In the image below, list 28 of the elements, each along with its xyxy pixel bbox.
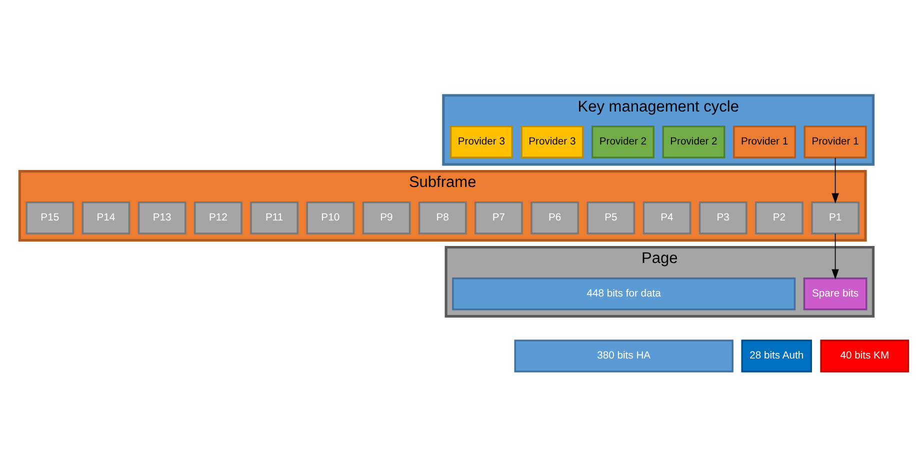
node-box: P3: [698, 201, 748, 234]
node-box: Provider 1: [733, 125, 796, 158]
node-box: P4: [642, 201, 692, 234]
node-box: Provider 2: [591, 125, 654, 158]
node-box: P11: [250, 201, 298, 234]
node-box: P7: [474, 201, 523, 234]
node-box: P13: [138, 201, 186, 234]
arrow: [832, 156, 839, 204]
node-box: P6: [530, 201, 579, 234]
node-box: P12: [194, 201, 242, 234]
node-box: Provider 3: [450, 125, 513, 158]
node-box: P5: [586, 201, 636, 234]
node-box: Provider 3: [520, 125, 584, 158]
node-box: P1: [811, 201, 860, 234]
node-box: Spare bits: [803, 276, 868, 310]
node-box: 28 bits Auth: [741, 339, 812, 372]
node-box: P15: [26, 201, 74, 234]
node-box: P8: [418, 201, 467, 234]
node-box: 448 bits for data: [452, 276, 796, 310]
node-box: 40 bits KM: [820, 339, 910, 372]
node-box: Provider 1: [804, 125, 867, 158]
node-box: 380 bits HA: [514, 339, 734, 372]
node-box: Provider 2: [662, 125, 726, 158]
node-box: P9: [362, 201, 411, 234]
arrow: [832, 232, 839, 280]
node-box: P2: [755, 201, 804, 234]
node-box: P14: [82, 201, 130, 234]
node-box: P10: [306, 201, 355, 234]
